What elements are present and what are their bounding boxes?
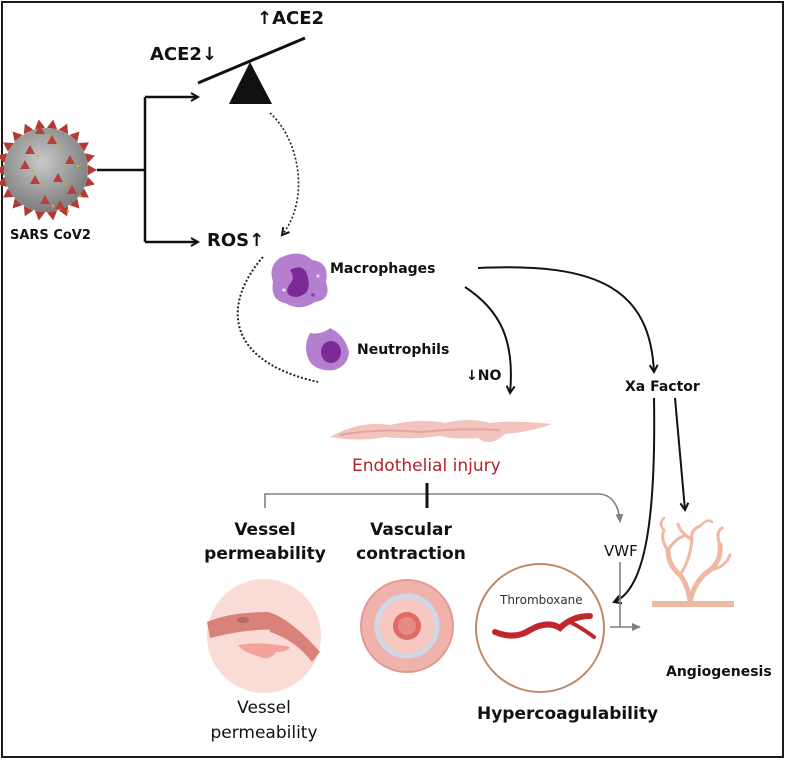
virus-surface-dot bbox=[51, 204, 55, 208]
label-ace2-up: ↑ACE2 bbox=[257, 8, 325, 29]
virus-surface-spike bbox=[25, 145, 35, 154]
label-ace2-down: ACE2↓ bbox=[150, 44, 218, 65]
arrow-macrophages-to-no bbox=[464, 286, 511, 393]
virus-surface-spike bbox=[20, 160, 30, 169]
virus-surface-spike bbox=[47, 135, 57, 144]
virus-surface-dot bbox=[78, 194, 82, 198]
vascular-contraction-icon bbox=[360, 579, 454, 673]
label-vessel-permeability-caption-line2: permeability bbox=[210, 723, 318, 743]
virus-spike bbox=[84, 153, 95, 164]
virus-surface-dot bbox=[76, 164, 80, 168]
virus-spike bbox=[78, 142, 89, 152]
virus-spike bbox=[0, 153, 8, 164]
arrow-macrophages-to-xa bbox=[477, 266, 654, 372]
dotted-arrow-seesaw-to-ros bbox=[269, 112, 300, 235]
label-vessel-permeability-title-line1: Vessel bbox=[234, 520, 296, 540]
virus-spike bbox=[34, 210, 46, 221]
virus-spike bbox=[78, 188, 89, 198]
virus-surface-dot bbox=[41, 184, 45, 188]
vessel-permeability-icon bbox=[207, 579, 321, 693]
virus-spike bbox=[69, 131, 80, 142]
virus-spike bbox=[34, 119, 46, 130]
virus-spike bbox=[3, 142, 14, 152]
label-vessel-permeability-title-line2: permeability bbox=[204, 544, 326, 564]
label-ros: ROS↑ bbox=[207, 230, 265, 251]
virus-spike bbox=[23, 206, 34, 217]
label-xa-factor: Xa Factor bbox=[625, 379, 700, 395]
virus-spike bbox=[46, 119, 58, 130]
label-vessel-permeability-caption-line1: Vessel bbox=[237, 698, 291, 718]
virus-spike bbox=[23, 123, 34, 134]
virus-surface-spike bbox=[55, 200, 65, 209]
virus-surface-dot bbox=[58, 144, 62, 148]
label-vessel-permeability-title: Vessel permeability bbox=[198, 518, 332, 566]
virus-surface-spike bbox=[40, 195, 50, 204]
virus-surface-dot bbox=[31, 169, 35, 173]
virus-surface-spike bbox=[35, 125, 45, 134]
sars-cov2-virus-icon bbox=[0, 119, 97, 221]
virus-surface-dot bbox=[66, 209, 70, 213]
label-sars-cov2: SARS CoV2 bbox=[10, 228, 91, 243]
label-vessel-permeability-caption: Vessel permeability bbox=[200, 696, 328, 746]
virus-spike bbox=[84, 176, 95, 187]
arrow-xa-to-angiogenesis bbox=[674, 397, 685, 510]
label-vwf: VWF bbox=[604, 542, 638, 560]
virus-surface-spike bbox=[67, 185, 77, 194]
virus-branch-arrows bbox=[97, 97, 198, 242]
dotted-curve-ros-to-cells bbox=[236, 256, 319, 383]
virus-spike bbox=[0, 164, 5, 176]
angiogenesis-icon bbox=[652, 516, 734, 607]
virus-spike bbox=[87, 164, 97, 176]
label-thromboxane: Thromboxane bbox=[500, 593, 583, 607]
macrophage-icon bbox=[271, 253, 328, 308]
label-vascular-contraction: Vascular contraction bbox=[343, 518, 479, 566]
virus-surface-spike bbox=[65, 155, 75, 164]
virus-surface-spike bbox=[53, 173, 63, 182]
label-no: ↓NO bbox=[466, 368, 502, 384]
arrow-xa-to-thromboxane bbox=[614, 397, 656, 602]
ace2-balance-icon bbox=[197, 36, 306, 104]
virus-spike bbox=[46, 210, 58, 221]
endothelium-tissue-icon bbox=[330, 420, 552, 443]
label-neutrophils: Neutrophils bbox=[357, 342, 450, 358]
virus-spike bbox=[58, 123, 69, 134]
label-endothelial-injury: Endothelial injury bbox=[352, 456, 501, 476]
vwf-to-angiogenesis-arrow bbox=[610, 562, 641, 631]
label-vascular-contraction-line2: contraction bbox=[356, 544, 466, 564]
hypercoagulability-icon bbox=[475, 563, 605, 693]
endothelial-branch-lines bbox=[264, 483, 624, 523]
virus-spike bbox=[12, 131, 23, 142]
virus-spike bbox=[69, 198, 80, 209]
virus-spike bbox=[12, 198, 23, 209]
virus-spike bbox=[3, 188, 14, 198]
virus-surface-spike bbox=[30, 175, 40, 184]
virus-spike bbox=[58, 206, 69, 217]
label-vascular-contraction-line1: Vascular bbox=[370, 520, 452, 540]
label-angiogenesis: Angiogenesis bbox=[666, 664, 772, 680]
virus-surface-dot bbox=[64, 182, 68, 186]
virus-surface-dot bbox=[36, 154, 40, 158]
virus-surface-dot bbox=[46, 134, 50, 138]
neutrophil-icon bbox=[306, 328, 349, 371]
label-macrophages: Macrophages bbox=[330, 261, 436, 277]
label-hypercoagulability: Hypercoagulability bbox=[477, 704, 659, 724]
virus-spike bbox=[0, 176, 8, 187]
